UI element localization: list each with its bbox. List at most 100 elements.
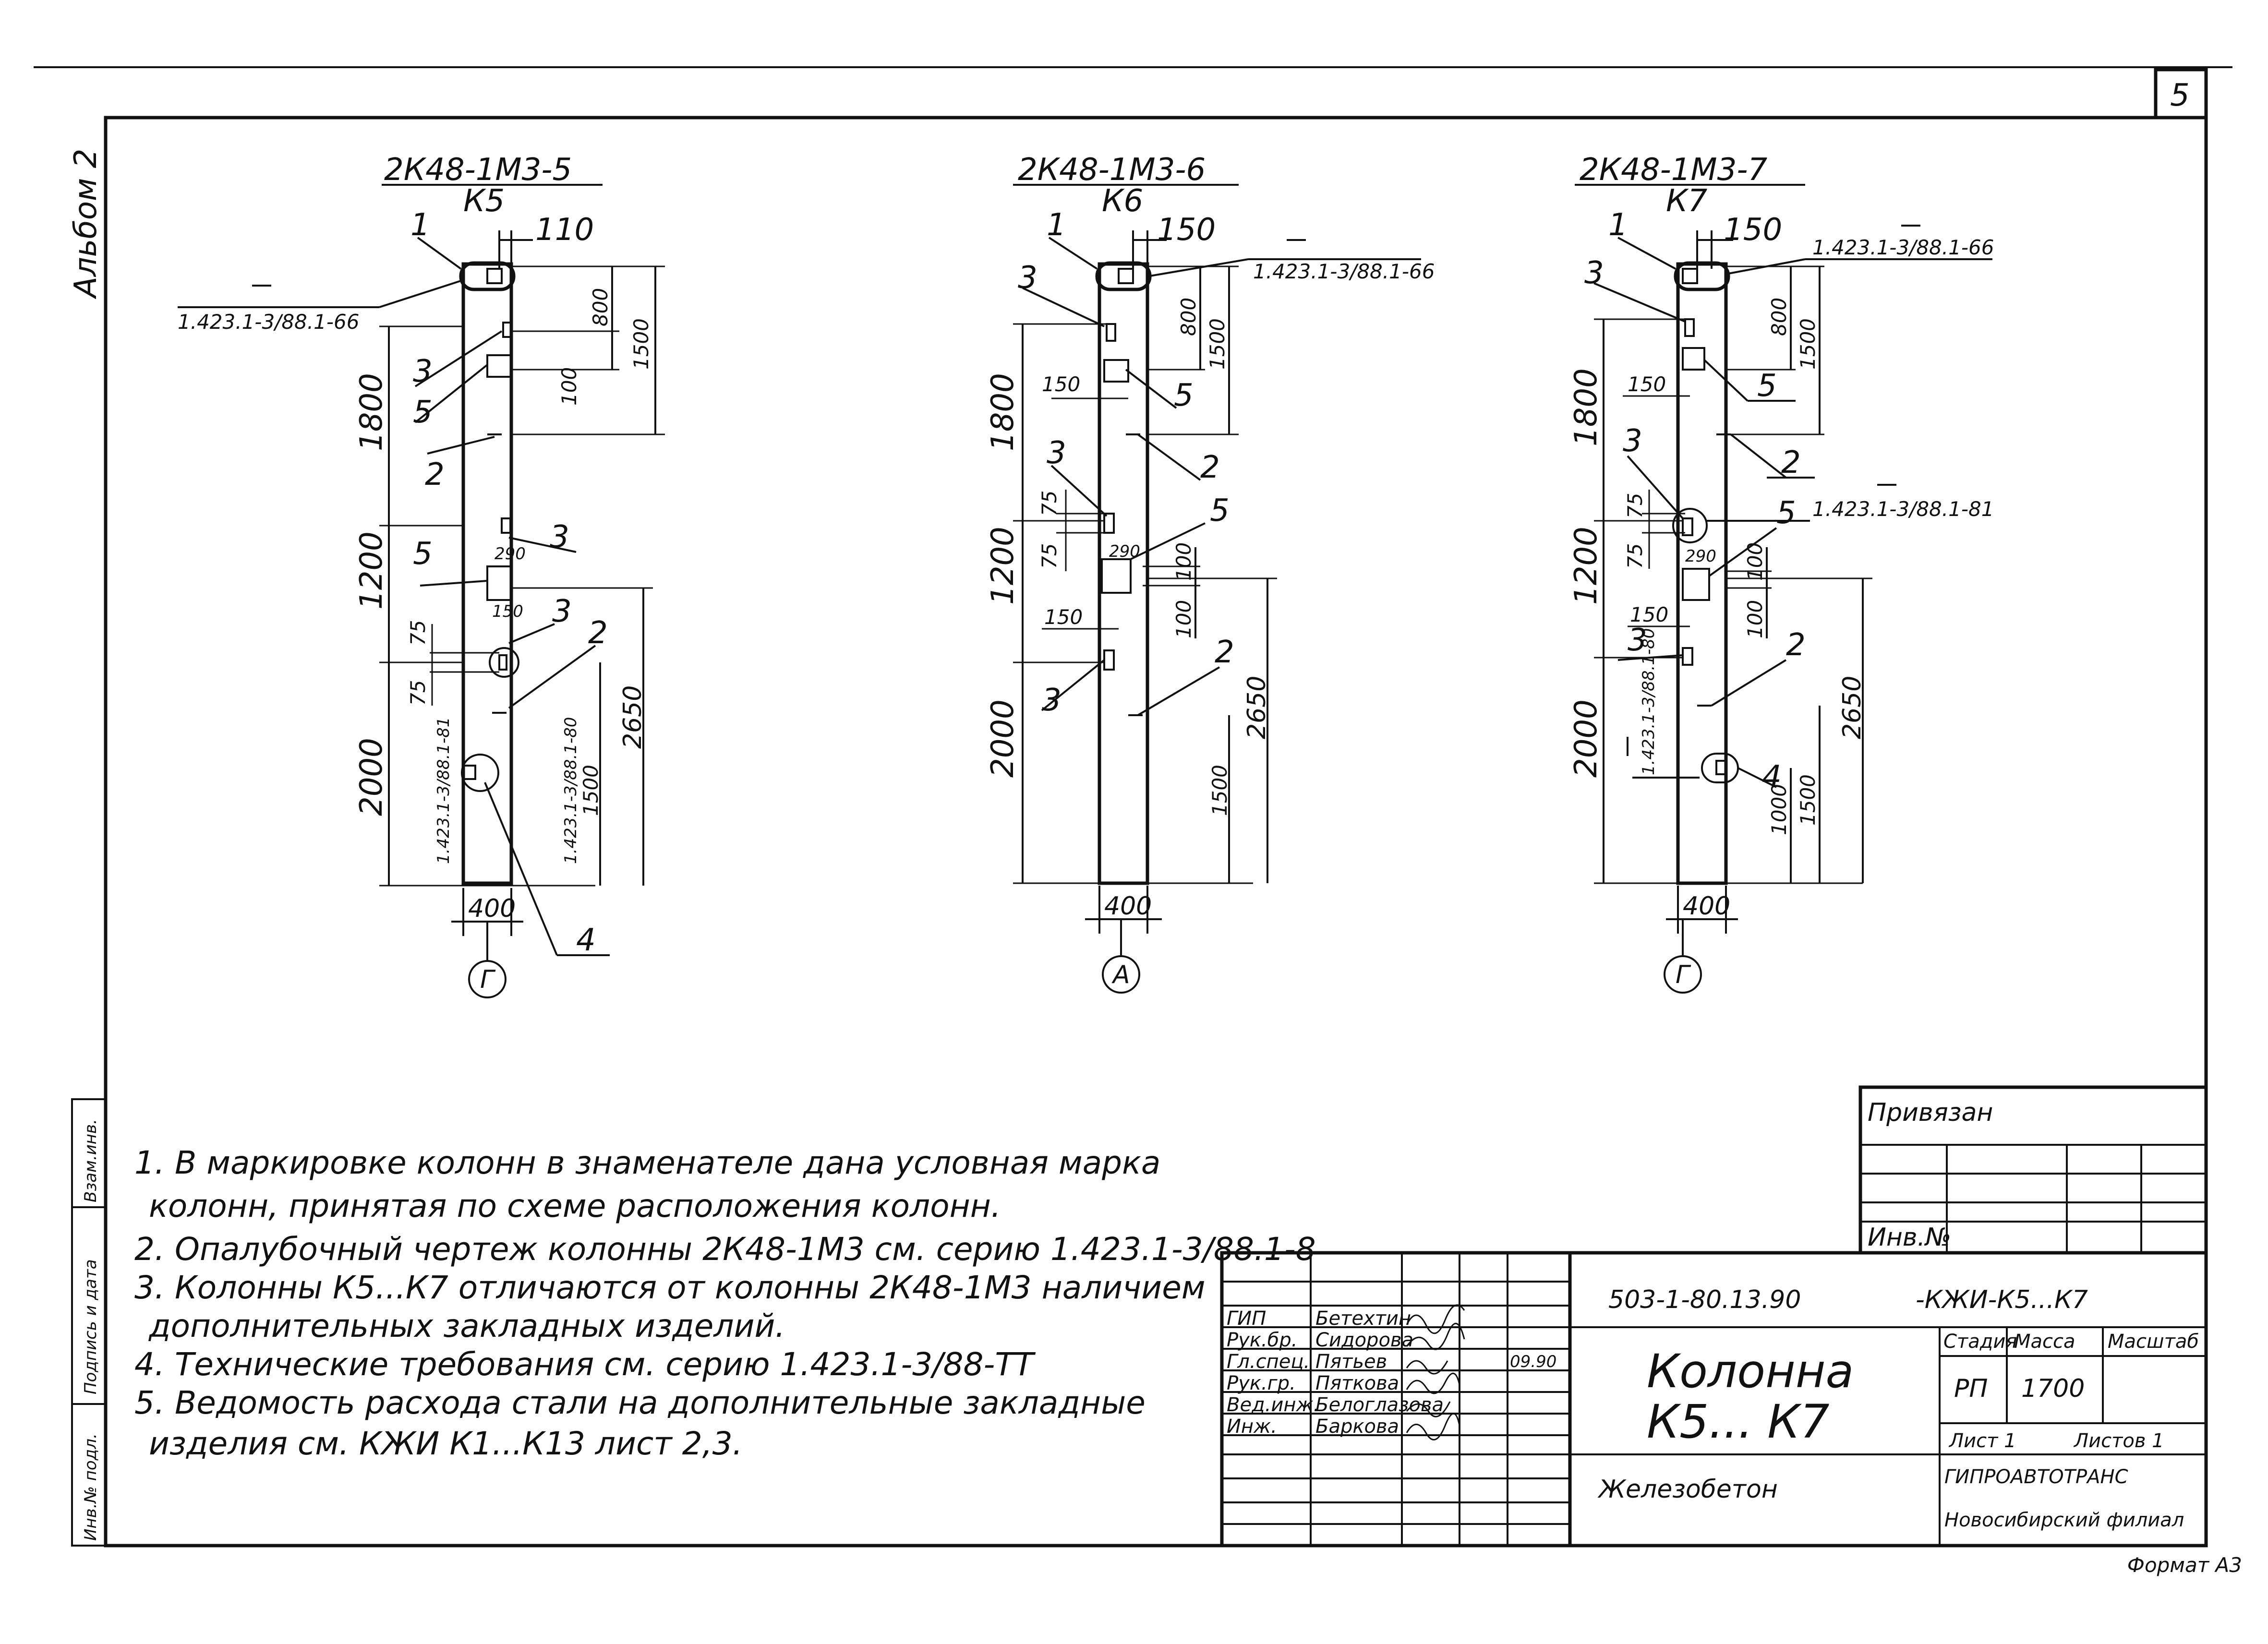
material: Железобетон (1597, 1475, 1778, 1504)
callout-6: 5 (1776, 495, 1796, 531)
dim-right-3: 1500 (1796, 318, 1820, 370)
callout-5: 3 (552, 594, 572, 629)
bound-label: Привязан (1868, 1098, 1993, 1127)
axis-label: Г (1676, 960, 1691, 989)
general-notes: 1. В маркировке колонн в знаменателе дан… (134, 1144, 1316, 1462)
date: 09.90 (1510, 1352, 1556, 1371)
callout-1: 1 (410, 207, 430, 243)
dim-right-2: 800 (589, 288, 612, 326)
dim-left-6: 75 (1623, 543, 1647, 569)
dim-right-3: 100 (557, 367, 581, 406)
note-line-3: 2. Опалубочный чертеж колонны 2К48-1М3 с… (134, 1231, 1316, 1268)
dim-left-1: 1800 (1568, 368, 1604, 446)
ref-1: 1.423.1-3/88.1-66 (1253, 260, 1435, 283)
dim-left-2: 1200 (985, 527, 1021, 605)
dim-left-3: 2000 (985, 699, 1021, 778)
dim-left-5: 75 (1623, 493, 1647, 518)
column-k7: 2К48-1М3-7 К7 1800 1200 2000 150 75 75 1… (1568, 152, 1994, 994)
column-alt-mark: К7 (1666, 183, 1707, 219)
callout-9: 2 (588, 615, 608, 651)
role-1: ГИП (1227, 1308, 1266, 1330)
role-4: Рук.гр. (1227, 1372, 1296, 1394)
callout-4: 3 (1042, 683, 1062, 718)
dim-left-4: 150 (1628, 372, 1666, 396)
column-mark: 2К48-1М3-7 (1580, 152, 1767, 188)
dim-right-5: 100 (1172, 600, 1195, 638)
signature-1 (1406, 1304, 1465, 1334)
note-line-7: 5. Ведомость расхода стали на дополнител… (134, 1384, 1146, 1421)
dim-right-3: 1500 (1206, 318, 1229, 370)
ref-1: 1.423.1-3/88.1-66 (1812, 236, 1994, 259)
ref-2: 1.423.1-3/88.1-81 (1812, 497, 1994, 521)
signature-6 (1406, 1413, 1460, 1440)
note-line-1: 1. В маркировке колонн в знаменателе дан… (134, 1144, 1160, 1181)
role-6: Инж. (1227, 1416, 1277, 1438)
note-line-2: колонн, принятая по схеме расположения к… (149, 1188, 1001, 1224)
note-line-8: изделия см. КЖИ К1...К13 лист 2,3. (149, 1425, 743, 1462)
callout-9: 4 (1762, 759, 1782, 795)
stage-label: Стадия (1943, 1331, 2017, 1353)
column-mark: 2К48-1М3-5 (384, 152, 572, 188)
signature-4 (1406, 1372, 1460, 1394)
dim-right-7: 1000 (1767, 784, 1791, 835)
org-line-2: Новосибирский филиал (1944, 1509, 2184, 1531)
dim-left-4: 150 (1042, 372, 1080, 396)
axis-marker (1664, 955, 1702, 994)
doc-suffix: -КЖИ-К5...К7 (1916, 1285, 2088, 1314)
dim-right-1: 150 (1724, 212, 1782, 248)
column-mark: 2К48-1М3-6 (1018, 152, 1206, 188)
lifting-loop (459, 261, 516, 291)
dim-left-7: 150 (1630, 603, 1668, 626)
name-3: Пятьев (1315, 1351, 1387, 1373)
name-6: Баркова (1315, 1416, 1399, 1438)
bound-stamp: Привязан Инв.№ (1858, 1085, 2208, 1255)
dim-right-6: 1500 (579, 765, 603, 816)
side-stamp: Инв.№ подл. Подпись и дата Взам.инв. (71, 1098, 107, 1547)
callout-7: 5 (413, 395, 433, 430)
dim-inner-1: 290 (1109, 542, 1140, 561)
lifting-loop (1095, 261, 1152, 291)
title-line-1: Колонна (1647, 1344, 1854, 1398)
ref-2: 1.423.1-3/88.1-81 (434, 717, 453, 864)
dim-right-8: 1500 (1796, 774, 1820, 826)
format-label: Формат А3 (2127, 1553, 2242, 1577)
dim-right-6: 2650 (1838, 676, 1867, 739)
role-3: Гл.спец. (1227, 1351, 1310, 1373)
ref-3: 1.423.1-3/88.1-80 (1639, 628, 1658, 775)
callout-6: 5 (1210, 493, 1230, 528)
signature-3 (1406, 1360, 1448, 1375)
dim-left-3: 2000 (1568, 699, 1604, 778)
note-line-6: 4. Технические требования см. серию 1.42… (134, 1346, 1036, 1383)
sheet-number: 5 (2170, 78, 2190, 113)
dim-right-4: 100 (1172, 542, 1195, 581)
column-alt-mark: К6 (1102, 183, 1143, 219)
side-stamp-replace: Взам.инв. (81, 1119, 100, 1202)
column-width: 400 (468, 894, 516, 923)
signature-5 (1406, 1401, 1451, 1417)
dim-left-1: 1800 (354, 373, 389, 451)
sheets-label: Листов 1 (2073, 1430, 2164, 1452)
name-5: Белоглазова (1315, 1394, 1444, 1416)
dim-left-1: 1800 (985, 373, 1021, 451)
callout-6: 4 (576, 923, 596, 958)
callout-8: 2 (1215, 635, 1234, 670)
drawing-frame (104, 116, 2208, 1548)
dim-left-2: 1200 (354, 531, 389, 610)
callout-8: 2 (1786, 627, 1806, 663)
dim-right-2: 800 (1177, 298, 1200, 336)
dim-left-3: 2000 (354, 738, 389, 816)
lifting-loop (1674, 261, 1730, 291)
callout-8: 5 (413, 536, 433, 572)
callout-7: 2 (1781, 445, 1801, 480)
name-2: Сидорова (1315, 1329, 1413, 1351)
mass-label: Масса (2014, 1331, 2075, 1353)
dim-left-7: 150 (1044, 605, 1083, 629)
callout-3: 3 (1047, 435, 1066, 471)
dim-right-6: 2650 (1243, 676, 1271, 739)
signature-2 (1406, 1323, 1465, 1350)
ref-3: 1.423.1-3/88.1-80 (561, 717, 580, 864)
column-body (1676, 262, 1728, 885)
role-5: Вед.инж. (1227, 1394, 1319, 1416)
callout-2: 3 (1584, 255, 1604, 291)
axis-label: А (1111, 960, 1130, 989)
